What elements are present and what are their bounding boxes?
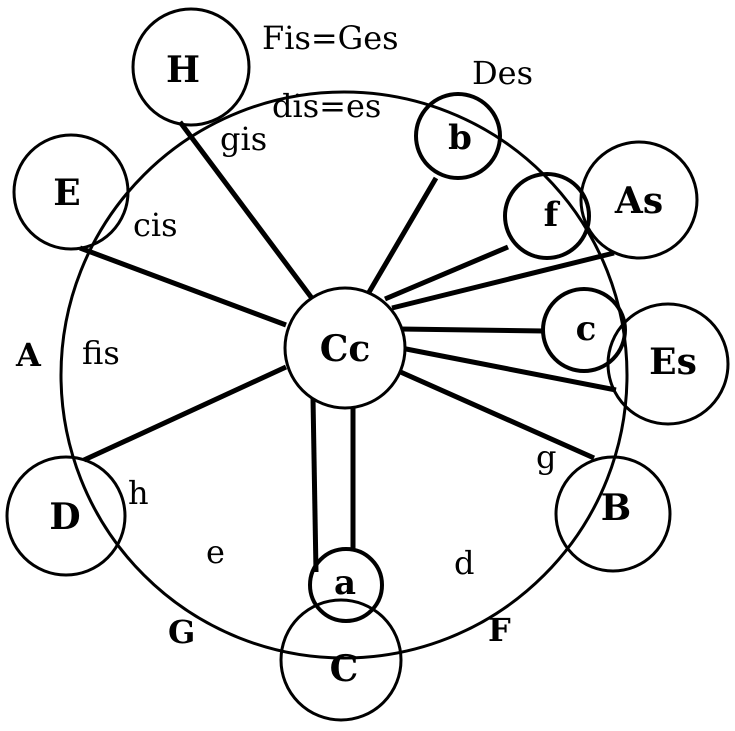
node-c-label: C: [330, 648, 359, 690]
node-b-major-circle: [554, 455, 672, 573]
label-g-minor: g: [536, 438, 556, 476]
node-b-major-label: B: [601, 487, 631, 529]
node-b-minor-circle: [414, 92, 502, 180]
node-c-circle: [279, 598, 403, 722]
outer-ring: [59, 90, 629, 660]
label-f-major: F: [488, 611, 511, 649]
node-as: As: [579, 140, 699, 260]
node-a-minor-circle: [308, 547, 384, 623]
node-h: H: [131, 7, 251, 127]
node-f-minor-label: f: [544, 195, 561, 235]
node-d-circle: [5, 455, 127, 577]
line-cc-b: [365, 176, 439, 296]
node-es-label: Es: [649, 341, 697, 383]
node-a-minor-label: a: [334, 563, 356, 603]
label-h: h: [128, 474, 149, 512]
node-b-major: B: [554, 455, 672, 573]
label-gis: gis: [220, 120, 267, 158]
label-dis-es: dis=es: [272, 87, 381, 125]
node-as-label: As: [614, 180, 663, 222]
label-fis-ges: Fis=Ges: [262, 19, 399, 57]
label-cis: cis: [133, 206, 178, 244]
label-fis: fis: [82, 334, 120, 372]
node-f-minor-circle: [503, 172, 591, 260]
line-cc-d: [82, 364, 288, 463]
label-g-major: G: [168, 613, 195, 651]
node-c: C: [279, 598, 403, 722]
node-e: E: [12, 133, 130, 251]
line-cc-h: [177, 120, 317, 303]
node-f-minor: f: [503, 172, 591, 260]
center-node: Cc: [283, 286, 407, 410]
line-cc-b-major: [394, 367, 596, 461]
node-d-label: D: [49, 496, 80, 538]
node-d: D: [5, 455, 127, 577]
center-circle: [283, 286, 407, 410]
label-e: e: [206, 533, 225, 571]
line-cc-c: [399, 326, 545, 334]
line-cc-e: [79, 245, 287, 328]
node-c-minor-circle: [541, 287, 627, 373]
node-c-minor-label: c: [576, 309, 597, 349]
free-labels: Fis=Ges Des dis=es gis cis A fis h e G d…: [15, 19, 556, 651]
node-es: Es: [606, 302, 730, 426]
node-c-minor: c: [541, 287, 627, 373]
node-e-circle: [12, 133, 130, 251]
node-as-circle: [579, 140, 699, 260]
node-e-label: E: [53, 172, 80, 214]
node-b-minor-label: b: [448, 118, 472, 158]
line-cc-as: [391, 250, 615, 311]
node-h-label: H: [166, 49, 200, 91]
line-cc-a-left: [310, 397, 319, 573]
connection-lines: [79, 120, 617, 573]
label-des: Des: [472, 54, 533, 92]
label-a-major: A: [15, 336, 42, 374]
node-h-circle: [131, 7, 251, 127]
node-a-minor: a: [308, 547, 384, 623]
node-b-minor: b: [414, 92, 502, 180]
line-cc-es: [400, 345, 617, 393]
center-label: Cc: [320, 328, 371, 370]
label-d: d: [454, 544, 474, 582]
line-cc-f: [384, 244, 509, 302]
